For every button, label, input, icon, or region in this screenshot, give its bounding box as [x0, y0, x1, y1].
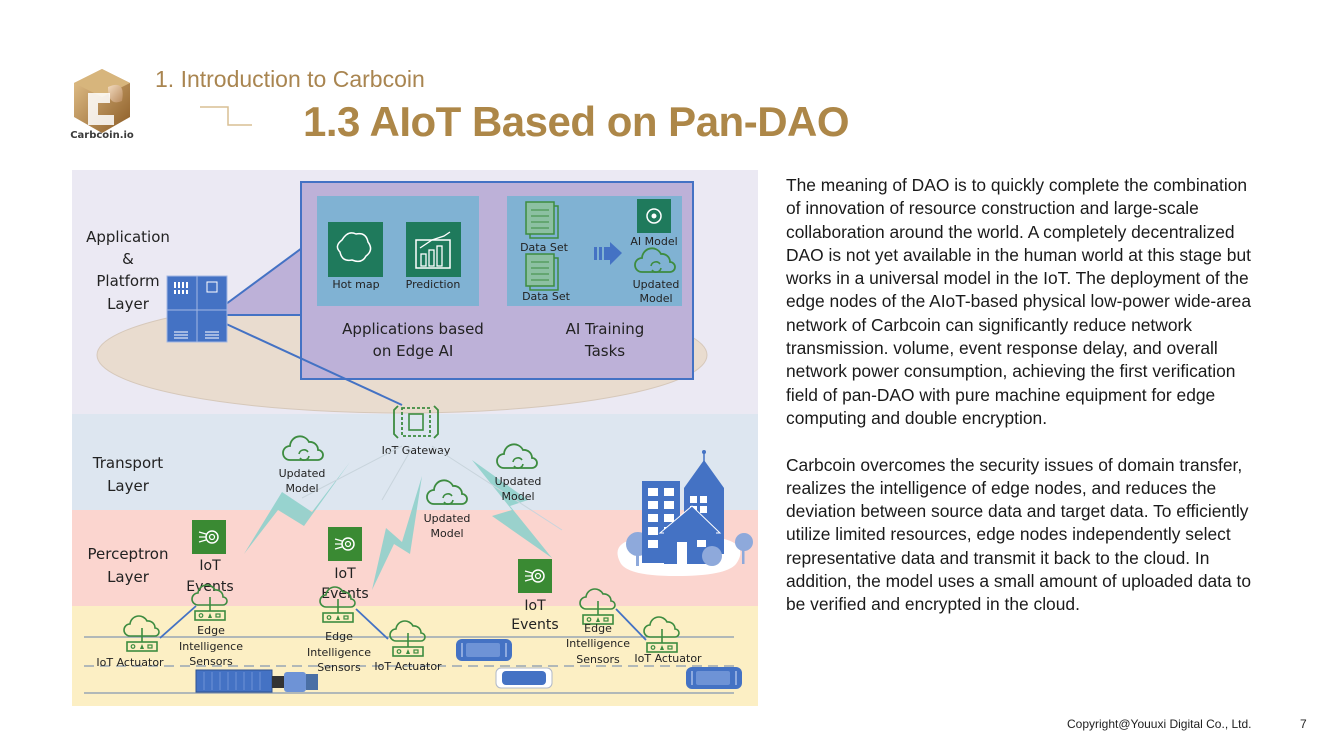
perceptron-layer-label-2: Layer	[107, 568, 150, 586]
training-updated-model-line2: Model	[639, 292, 672, 305]
iot-events-label-2a: IoT	[334, 566, 356, 582]
app-layer-label-1: Application	[86, 228, 170, 246]
wireless-signal-1	[244, 462, 350, 554]
iot-events-icon	[191, 519, 227, 555]
updated-model-label-2b: Model	[430, 527, 463, 540]
logo-text: Carbcoin.io	[70, 130, 134, 141]
iot-events-label-3a: IoT	[524, 598, 546, 614]
training-updated-model-line1: Updated	[633, 278, 680, 291]
city-illustration	[617, 450, 753, 576]
paragraph-carbcoin-security: Carbcoin overcomes the security issues o…	[786, 454, 1252, 615]
updated-model-label-1a: Updated	[279, 467, 326, 480]
carbcoin-logo	[74, 69, 130, 133]
edge-sensors-label-3a: Edge	[584, 622, 612, 635]
data-set-icon-1	[525, 201, 559, 239]
iot-actuator-label-2: IoT Actuator	[374, 660, 442, 673]
description-text: The meaning of DAO is to quickly complet…	[786, 174, 1266, 640]
page-title: 1.3 AIoT Based on Pan-DAO	[303, 98, 850, 145]
edge-sensors-label-3b: Intelligence	[566, 637, 630, 650]
iot-events-label-2b: Events	[321, 586, 368, 602]
training-caption-line1: AI Training	[566, 320, 645, 338]
prediction-label: Prediction	[406, 278, 461, 291]
aiot-architecture-diagram: Hot map Prediction Applications based on…	[72, 170, 758, 706]
iot-gateway-label: IoT Gateway	[382, 444, 451, 457]
updated-model-label-2a: Updated	[424, 512, 471, 525]
decorative-bracket	[200, 106, 252, 126]
edge-sensors-label-1b: Intelligence	[179, 640, 243, 653]
arrow-right-icon	[594, 242, 622, 265]
iot-actuator-label-3: IoT Actuator	[634, 652, 702, 665]
hot-map-label: Hot map	[332, 278, 379, 291]
transport-layer-label-1: Transport	[92, 454, 164, 472]
edge-sensors-label-1a: Edge	[197, 624, 225, 637]
wireless-signal-2	[372, 476, 422, 590]
copyright: Copyright@Youuxi Digital Co., Ltd.	[1067, 717, 1252, 731]
car-icon	[455, 638, 513, 662]
section-heading: 1. Introduction to Carbcoin	[155, 66, 425, 92]
ai-model-label: AI Model	[630, 235, 677, 248]
data-set-label-1: Data Set	[520, 241, 569, 254]
page-number: 7	[1300, 717, 1307, 731]
edge-sensors-label-2b: Intelligence	[307, 646, 371, 659]
updated-model-label-3b: Model	[501, 490, 534, 503]
edge-sensors-label-2c: Sensors	[317, 661, 361, 674]
app-layer-label-4: Layer	[107, 295, 150, 313]
iot-actuator-label-1: IoT Actuator	[96, 656, 164, 669]
paragraph-dao-meaning: The meaning of DAO is to quickly complet…	[786, 175, 1251, 428]
training-caption-line2: Tasks	[584, 342, 625, 360]
hot-map-icon	[328, 222, 383, 277]
iot-gateway-icon	[393, 405, 439, 439]
app-layer-label-3: Platform	[96, 272, 159, 290]
transport-layer-label-2: Layer	[107, 477, 150, 495]
server-icon	[166, 275, 228, 343]
iot-events-icon	[327, 526, 363, 562]
car-icon	[685, 666, 743, 690]
truck-icon	[195, 669, 318, 693]
apps-caption-line1: Applications based	[342, 320, 484, 338]
iot-events-label-1b: Events	[186, 579, 233, 595]
updated-model-label-1b: Model	[285, 482, 318, 495]
perceptron-layer-label-1: Perceptron	[88, 545, 169, 563]
data-set-label-2: Data Set	[522, 290, 571, 303]
updated-model-label-3a: Updated	[495, 475, 542, 488]
iot-events-label-3b: Events	[511, 617, 558, 633]
iot-events-icon	[517, 558, 553, 594]
edge-sensors-label-1c: Sensors	[189, 655, 233, 668]
apps-caption-line2: on Edge AI	[373, 342, 454, 360]
app-layer-label-2: &	[122, 250, 134, 268]
edge-sensors-label-3c: Sensors	[576, 653, 620, 666]
iot-events-label-1a: IoT	[199, 558, 221, 574]
van-icon	[495, 667, 553, 689]
edge-sensors-label-2a: Edge	[325, 630, 353, 643]
data-set-icon-2	[525, 253, 559, 291]
